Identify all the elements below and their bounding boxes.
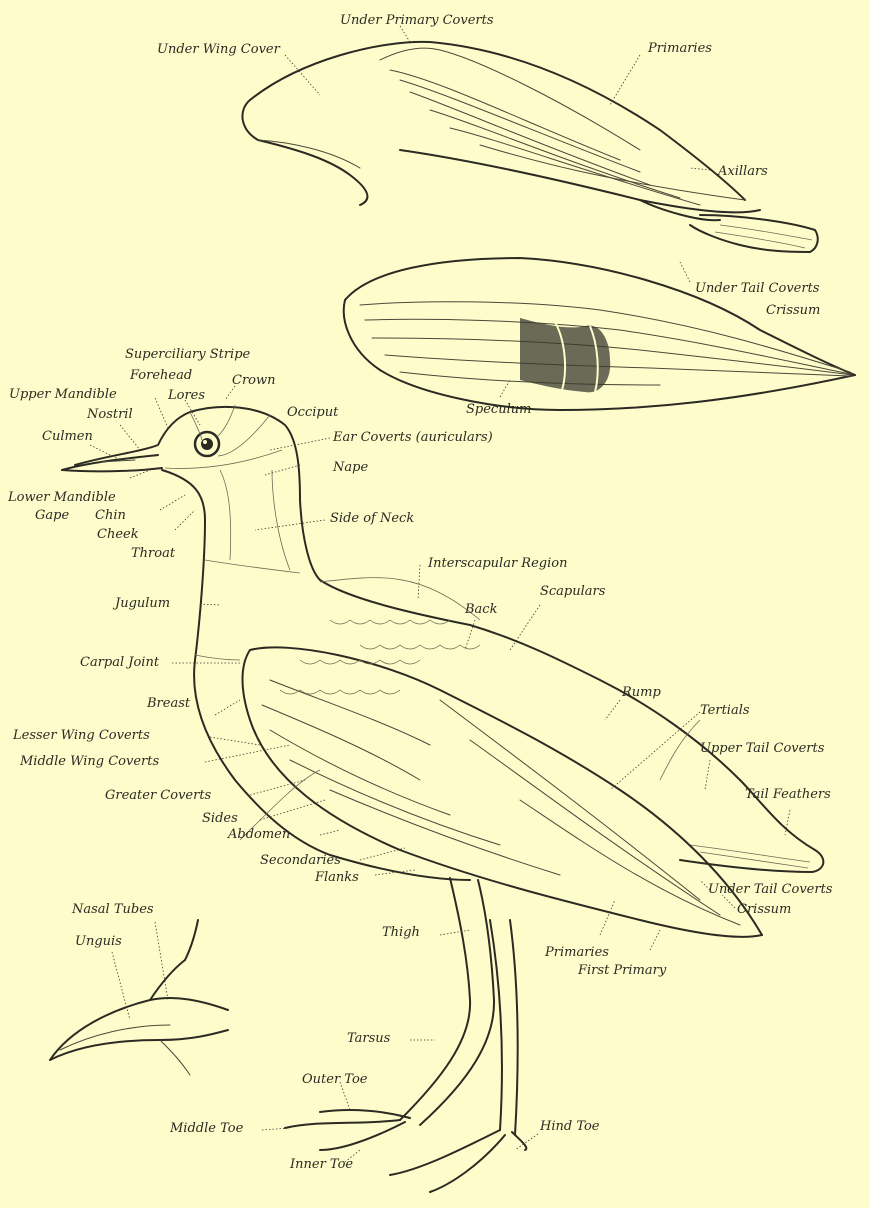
label-thigh: Thigh [382,926,420,939]
label-nape: Nape [333,461,368,474]
label-culmen: Culmen [42,430,93,443]
underwing-drawing [242,42,817,252]
label-sides: Sides [202,812,238,825]
label-chin: Chin [95,509,126,522]
label-primaries: Primaries [545,946,609,959]
label-under-wing-cover: Under Wing Cover [157,43,280,56]
label-lores: Lores [168,389,205,402]
label-superciliary-stripe: Superciliary Stripe [125,348,250,361]
label-interscapular-region: Interscapular Region [428,557,567,570]
label-under-tail-coverts-top: Under Tail Coverts [695,282,819,295]
label-jugulum: Jugulum [115,597,170,610]
label-lower-mandible: Lower Mandible [8,491,116,504]
label-scapulars: Scapulars [540,585,605,598]
label-forehead: Forehead [130,369,192,382]
label-breast: Breast [147,697,190,710]
label-abdomen: Abdomen [228,828,290,841]
label-upper-tail-coverts: Upper Tail Coverts [700,742,824,755]
label-tail-feathers: Tail Feathers [745,788,831,801]
label-middle-wing-coverts: Middle Wing Coverts [20,755,159,768]
label-greater-coverts: Greater Coverts [105,789,211,802]
label-lesser-wing-coverts: Lesser Wing Coverts [13,729,150,742]
label-ear-coverts: Ear Coverts (auriculars) [333,431,493,444]
label-gape: Gape [35,509,69,522]
label-back: Back [465,603,497,616]
label-tertials: Tertials [700,704,750,717]
label-speculum: Speculum [466,403,531,416]
label-primaries-top: Primaries [648,42,712,55]
label-tarsus: Tarsus [347,1032,390,1045]
label-cheek: Cheek [97,528,139,541]
label-side-of-neck: Side of Neck [330,512,414,525]
leader-lines [90,26,790,1162]
label-under-tail-coverts: Under Tail Coverts [708,883,832,896]
label-carpal-joint: Carpal Joint [80,656,159,669]
label-crissum-top: Crissum [766,304,820,317]
label-crissum: Crissum [737,903,791,916]
label-under-primary-coverts-top: Under Primary Coverts [340,14,494,27]
label-occiput: Occiput [287,406,338,419]
label-rump: Rump [622,686,661,699]
label-axillars: Axillars [718,165,768,178]
label-upper-mandible: Upper Mandible [9,388,117,401]
label-secondaries: Secondaries [260,854,341,867]
label-nasal-tubes: Nasal Tubes [72,903,154,916]
label-first-primary: First Primary [578,964,666,977]
label-unguis: Unguis [75,935,122,948]
label-inner-toe: Inner Toe [290,1158,353,1171]
label-nostril: Nostril [87,408,133,421]
label-throat: Throat [131,547,175,560]
label-middle-toe: Middle Toe [170,1122,243,1135]
label-flanks: Flanks [315,871,359,884]
label-crown: Crown [232,374,276,387]
label-hind-toe: Hind Toe [540,1120,600,1133]
label-outer-toe: Outer Toe [302,1073,367,1086]
